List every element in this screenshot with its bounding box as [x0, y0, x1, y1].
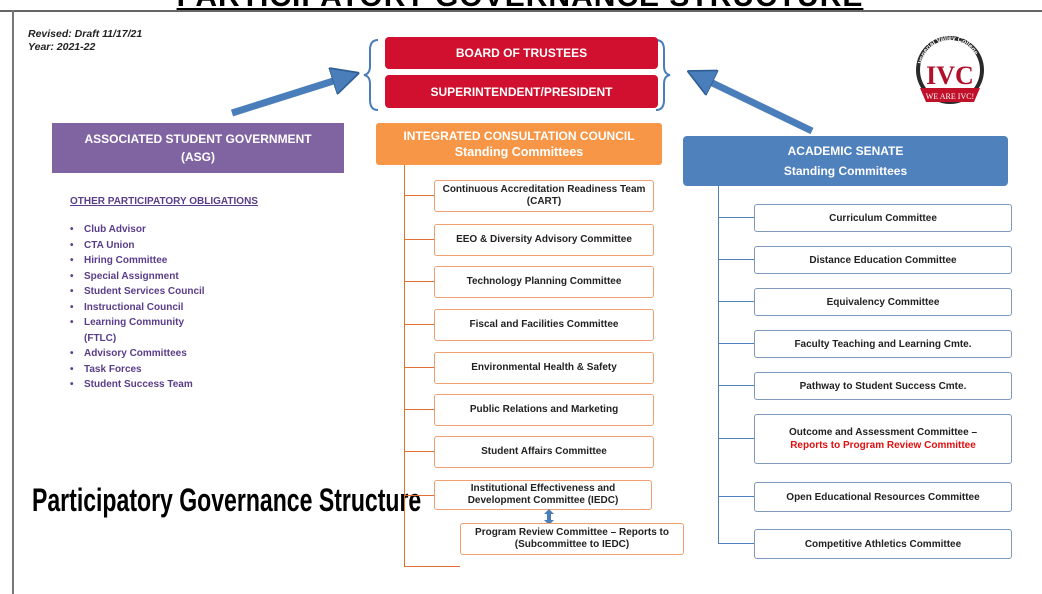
senate-committee-box: Open Educational Resources Committee [754, 482, 1012, 512]
list-item: Instructional Council [70, 300, 205, 316]
icc-committee-box: Student Affairs Committee [434, 436, 654, 468]
outcome-reports-note: Reports to Program Review Committee [790, 440, 976, 451]
program-review-line2: (Subcommittee to IEDC) [514, 539, 630, 550]
icc-branch [404, 324, 434, 325]
asg-arrow [230, 77, 346, 117]
icc-branch [404, 281, 434, 282]
senate-committee-box: Faculty Teaching and Learning Cmte. [754, 330, 1012, 358]
senate-arrow [700, 77, 814, 135]
icc-branch [404, 195, 434, 196]
list-item: Advisory Committees [70, 346, 205, 362]
page-title: PARTICIPATORY GOVERNANCE STRUCTURE [105, 0, 935, 14]
list-item: Club Advisor [70, 222, 205, 238]
revised-date: Revised: Draft 11/17/21 [28, 28, 143, 40]
obligations-title: OTHER PARTICIPATORY OBLIGATIONS [70, 196, 258, 207]
senate-branch [718, 543, 754, 544]
icc-committee-box: Fiscal and Facilities Committee [434, 309, 654, 341]
icc-branch [404, 367, 434, 368]
list-item: Hiring Committee [70, 253, 205, 269]
icc-committee-box: Continuous Accreditation Readiness Team … [434, 180, 654, 212]
icc-title: INTEGRATED CONSULTATION COUNCIL [403, 129, 635, 143]
icc-committee-box: EEO & Diversity Advisory Committee [434, 224, 654, 256]
icc-committee-box: Technology Planning Committee [434, 266, 654, 298]
icc-subtitle: Standing Committees [454, 145, 584, 159]
asg-header: ASSOCIATED STUDENT GOVERNMENT (ASG) [52, 123, 344, 173]
senate-committee-box: Distance Education Committee [754, 246, 1012, 274]
senate-subtitle: Standing Committees [783, 164, 908, 178]
ivc-logo: Imperial Valley College IVC WE ARE IVC! [916, 35, 984, 104]
board-of-trustees-box: BOARD OF TRUSTEES [385, 37, 658, 69]
list-item: Task Forces [70, 362, 205, 378]
senate-branch [718, 438, 754, 439]
footer-title: Participatory Governance Structure [32, 482, 422, 518]
program-review-box: Program Review Committee – Reports to (S… [460, 523, 684, 555]
senate-branch [718, 217, 754, 218]
senate-committee-box: Pathway to Student Success Cmte. [754, 372, 1012, 400]
list-item: Special Assignment [70, 269, 205, 285]
icc-branch [404, 495, 434, 496]
list-item: CTA Union [70, 238, 205, 254]
icc-header: INTEGRATED CONSULTATION COUNCIL Standing… [376, 123, 662, 165]
superintendent-box: SUPERINTENDENT/PRESIDENT [385, 75, 658, 108]
senate-title: ACADEMIC SENATE [787, 144, 904, 158]
senate-trunk-line [718, 186, 719, 543]
senate-committee-box: Curriculum Committee [754, 204, 1012, 232]
revision-info: Revised: Draft 11/17/21 Year: 2021-22 [28, 28, 142, 54]
top-brace [363, 39, 671, 111]
program-review-line1: Program Review Committee – Reports to [475, 527, 669, 538]
asg-abbrev: (ASG) [181, 150, 215, 164]
list-item: Student Success Team [70, 377, 205, 393]
senate-committee-box: Equivalency Committee [754, 288, 1012, 316]
senate-branch [718, 385, 754, 386]
outcome-assessment-box: Outcome and Assessment Committee – Repor… [754, 414, 1012, 464]
senate-branch [718, 343, 754, 344]
title-divider [0, 10, 1042, 12]
icc-trunk-line [404, 165, 405, 566]
left-border [12, 10, 14, 594]
outcome-title: Outcome and Assessment Committee – [788, 427, 978, 438]
icc-committee-box: Environmental Health & Safety [434, 352, 654, 384]
senate-branch [718, 301, 754, 302]
asg-title: ASSOCIATED STUDENT GOVERNMENT [84, 132, 312, 146]
list-item: Student Services Council [70, 284, 205, 300]
iedc-box: Institutional Effectiveness and Developm… [434, 480, 652, 510]
senate-committee-box: Competitive Athletics Committee [754, 529, 1012, 559]
icc-committee-box: Public Relations and Marketing [434, 394, 654, 426]
icc-branch [404, 239, 434, 240]
icc-branch [404, 566, 460, 567]
obligations-list: Club Advisor CTA Union Hiring Committee … [70, 222, 205, 393]
double-arrow-icon [544, 509, 554, 525]
logo-initials: IVC [926, 61, 974, 90]
senate-branch [718, 496, 754, 497]
icc-branch [404, 451, 434, 452]
senate-branch [718, 259, 754, 260]
senate-header: ACADEMIC SENATE Standing Committees [683, 136, 1008, 186]
list-item: Learning Community (FTLC) [70, 315, 205, 346]
year-label: Year: 2021-22 [28, 41, 96, 53]
logo-banner-text: WE ARE IVC! [926, 92, 974, 101]
icc-branch [404, 409, 434, 410]
